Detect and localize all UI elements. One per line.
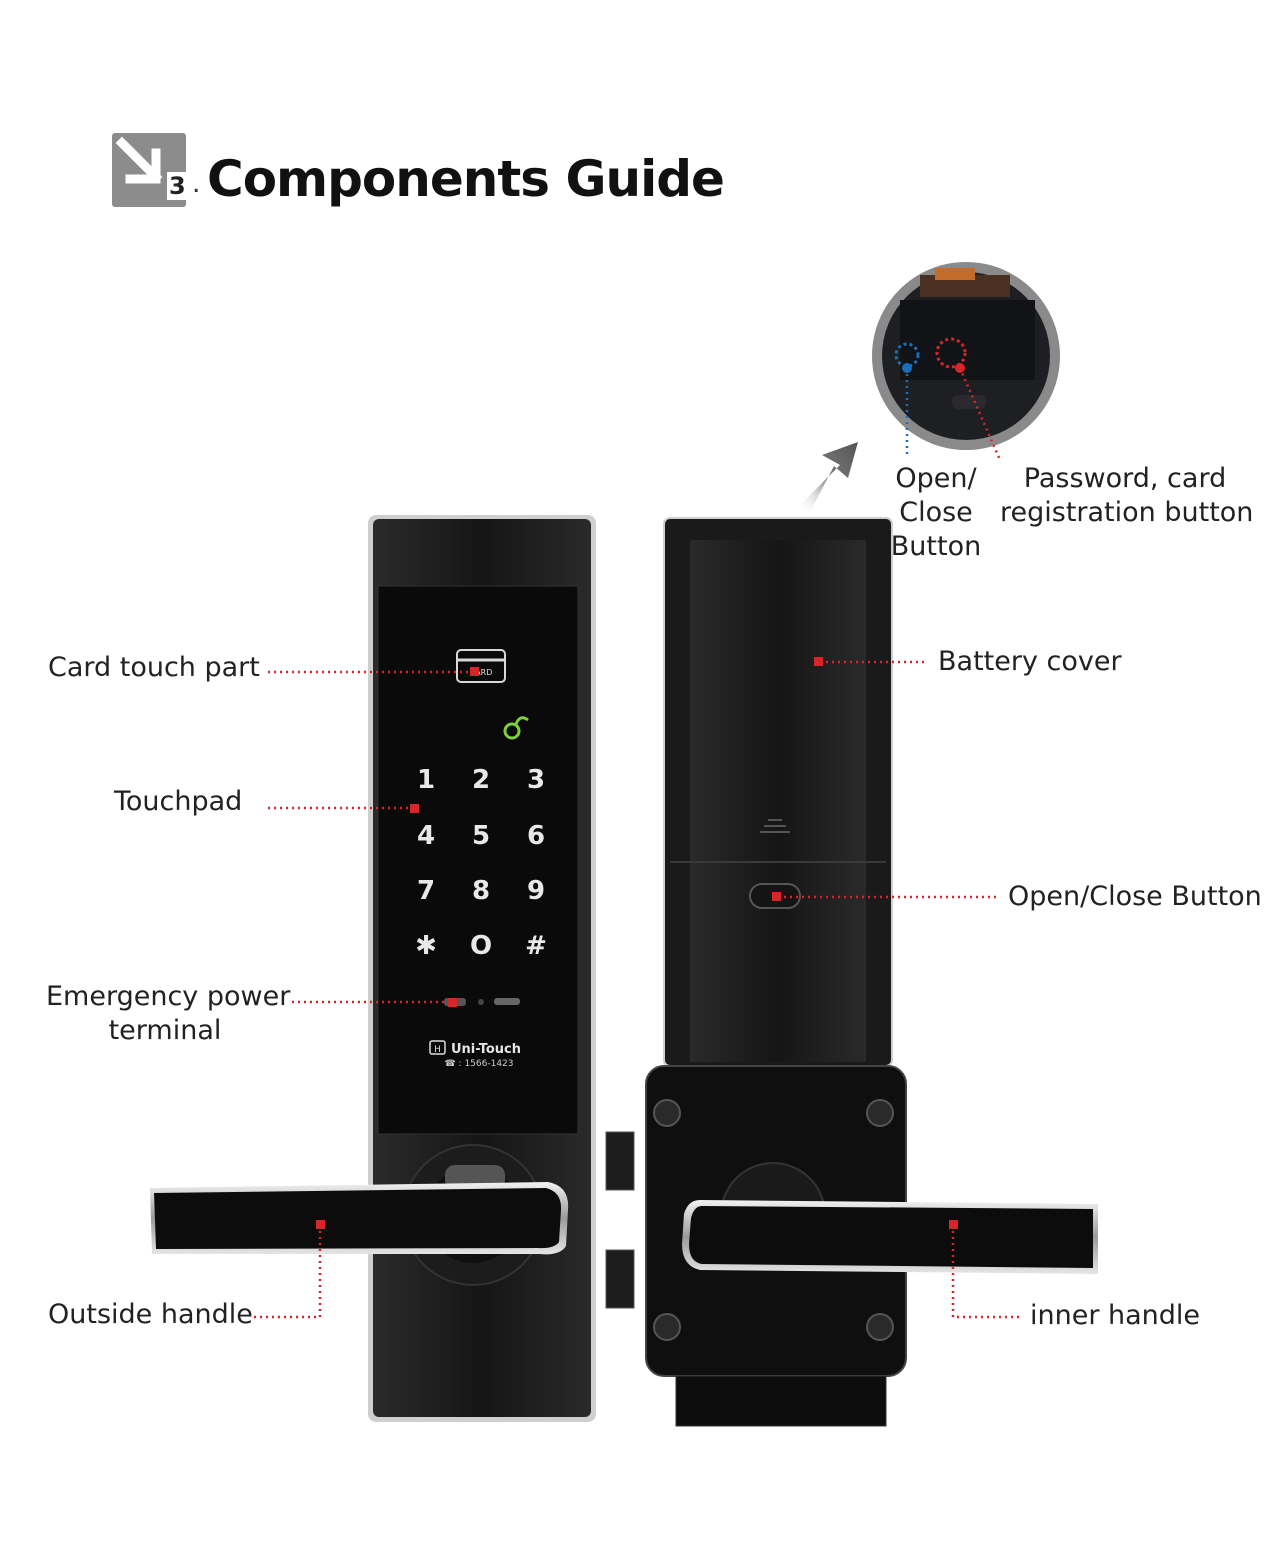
slide-marker-icon	[760, 819, 790, 833]
unlock-icon	[503, 716, 529, 740]
card-label: CARD	[470, 668, 493, 677]
key-9[interactable]: 9	[527, 876, 545, 906]
key-0[interactable]: O	[470, 931, 492, 961]
zoom-registration-button[interactable]	[935, 337, 967, 369]
leader-inner-handle	[951, 1225, 1022, 1319]
key-hash[interactable]: #	[525, 931, 547, 961]
inner-handle[interactable]	[682, 1200, 1098, 1274]
key-6[interactable]: 6	[527, 821, 545, 851]
inside-unit	[605, 517, 1098, 1427]
leader-anchors	[316, 363, 965, 1229]
brand-name: Uni-Touch	[451, 1042, 521, 1057]
label-zoom-password-registration: Password, card registration button	[1000, 463, 1254, 528]
page-title: Components Guide	[207, 150, 725, 208]
touchpad-keys: 1 2 3 4 5 6 7 8 9 ✱ O #	[415, 765, 547, 961]
arrow-down-right-icon	[112, 133, 186, 207]
leader-outside-handle	[250, 1225, 322, 1319]
key-8[interactable]: 8	[472, 876, 490, 906]
outside-handle[interactable]	[150, 1182, 569, 1255]
brand-logo: H	[429, 1040, 446, 1055]
label-battery-cover: Battery cover	[938, 646, 1122, 677]
key-2[interactable]: 2	[472, 765, 490, 795]
key-star[interactable]: ✱	[415, 931, 437, 961]
label-zoom-open-close: Open/ Close Button	[890, 463, 982, 562]
zoom-detail	[872, 262, 1060, 450]
key-7[interactable]: 7	[417, 876, 435, 906]
label-open-close-button: Open/Close Button	[1008, 881, 1262, 912]
key-1[interactable]: 1	[417, 765, 435, 795]
outside-unit: CARD 1 2 3 4 5 6 7 8 9 ✱ O #	[150, 515, 596, 1422]
label-outside-handle: Outside handle	[48, 1299, 253, 1330]
label-card-touch-part: Card touch part	[48, 652, 260, 683]
zoom-arrow-icon	[800, 442, 858, 512]
section-number: 3	[167, 172, 188, 200]
label-emergency-power: Emergency power terminal	[46, 981, 291, 1046]
label-touchpad: Touchpad	[114, 786, 243, 817]
key-5[interactable]: 5	[472, 821, 490, 851]
key-4[interactable]: 4	[417, 821, 435, 851]
section-separator: .	[192, 166, 201, 199]
label-inner-handle: inner handle	[1030, 1300, 1201, 1331]
card-icon	[456, 649, 506, 683]
zoom-open-close-button[interactable]	[894, 342, 920, 368]
svg-text:H: H	[434, 1045, 441, 1055]
screw-icons	[653, 1099, 894, 1341]
key-3[interactable]: 3	[527, 765, 545, 795]
support-phone: ☎ : 1566-1423	[444, 1059, 513, 1069]
